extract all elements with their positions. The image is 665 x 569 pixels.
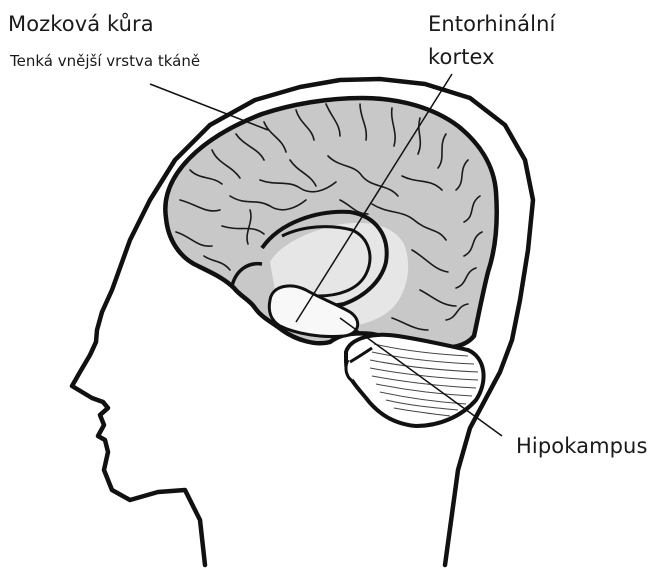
cortex-title-label: Mozková kůra: [8, 12, 154, 36]
hippocampus-label: Hipokampus: [516, 434, 648, 458]
cortex-subtitle-label: Tenká vnější vrstva tkáně: [10, 52, 200, 70]
cerebellum: [346, 335, 484, 426]
entorhinal-label-line2: kortex: [428, 45, 495, 69]
entorhinal-label-line1: Entorhinální: [428, 12, 555, 36]
